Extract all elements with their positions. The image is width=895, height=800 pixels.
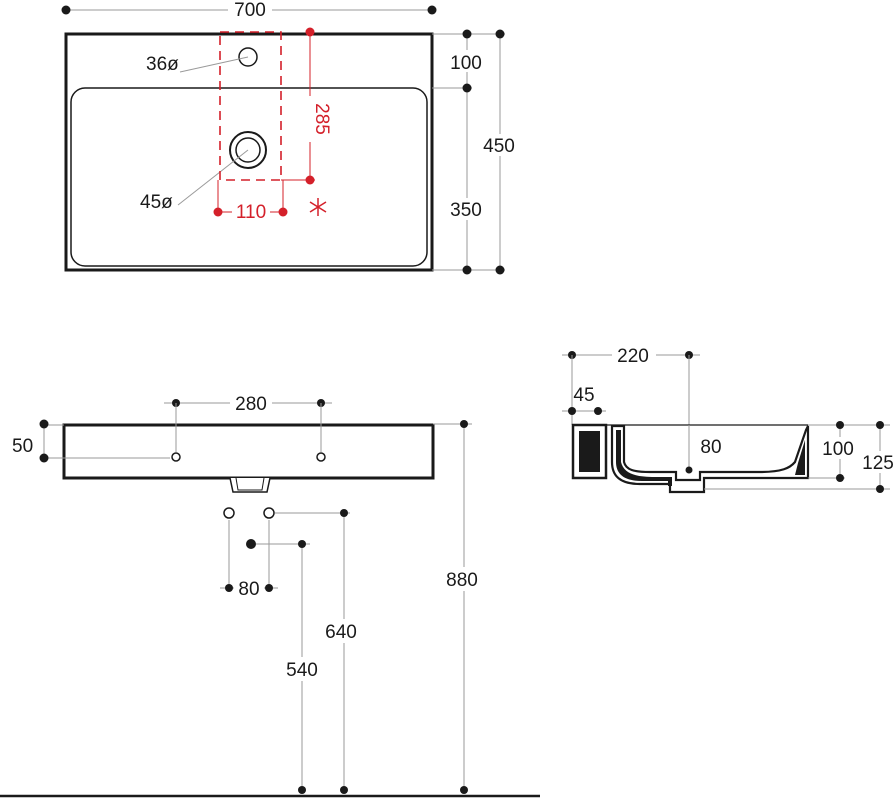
top-view: 700 36ø 45ø 285 110 bbox=[61, 0, 520, 275]
dim-dot bbox=[594, 407, 602, 415]
dim-dot bbox=[876, 421, 884, 429]
dim-dot bbox=[836, 474, 844, 482]
waste-point-icon bbox=[246, 539, 256, 549]
bowl-section bbox=[610, 424, 810, 494]
side-view: 220 45 80 100 125 bbox=[562, 344, 895, 494]
label-mask bbox=[446, 50, 486, 72]
bowl-height-label: 100 bbox=[822, 439, 854, 460]
red-dot bbox=[213, 207, 223, 217]
dim-dot bbox=[495, 265, 505, 275]
waste-height-label: 540 bbox=[286, 660, 318, 681]
dim-dot bbox=[39, 419, 49, 429]
tap-hole-leader bbox=[179, 56, 249, 73]
hole-spacing-label: 280 bbox=[235, 394, 267, 415]
label-mask bbox=[232, 200, 270, 222]
drain-hole-label: 45ø bbox=[140, 192, 173, 213]
dim-dot bbox=[568, 407, 576, 415]
bowl-section-fill bbox=[616, 430, 672, 486]
fixing-hole-icon bbox=[171, 452, 181, 462]
label-mask bbox=[480, 134, 520, 156]
dim-dot bbox=[340, 786, 348, 794]
overflow-height-label: 285 bbox=[311, 103, 332, 135]
dim-dot bbox=[685, 466, 693, 474]
back-wall-fill bbox=[579, 431, 600, 472]
dim-dot bbox=[340, 509, 348, 517]
label-mask bbox=[322, 619, 366, 643]
dim-dot bbox=[460, 786, 468, 794]
basin-front-outline bbox=[62, 423, 435, 480]
front-view: 280 50 80 540 bbox=[0, 392, 540, 798]
red-dot bbox=[305, 27, 315, 37]
dim-dot bbox=[298, 540, 306, 548]
supply-point-icon bbox=[263, 507, 275, 519]
label-mask bbox=[230, 392, 272, 414]
depth-label: 220 bbox=[617, 346, 649, 367]
asterisk-icon bbox=[309, 198, 327, 216]
dim-dot bbox=[61, 5, 71, 15]
dim-dot bbox=[462, 83, 472, 93]
dim-dot bbox=[298, 786, 306, 794]
dim-dot bbox=[265, 584, 273, 592]
top-height-label: 880 bbox=[446, 570, 478, 591]
red-dot bbox=[278, 207, 288, 217]
label-mask bbox=[280, 657, 324, 681]
drain-offset-label: 80 bbox=[700, 437, 721, 458]
drain-outlet-inner bbox=[235, 477, 265, 491]
dim-dot bbox=[462, 265, 472, 275]
dim-dot bbox=[225, 584, 233, 592]
dim-dot bbox=[427, 5, 437, 15]
top-margin-label: 100 bbox=[450, 53, 482, 74]
dim-dot bbox=[836, 421, 844, 429]
dim-dot bbox=[495, 29, 505, 39]
label-mask bbox=[228, 0, 272, 20]
width-label: 700 bbox=[234, 0, 266, 21]
supply-height-label: 640 bbox=[325, 622, 357, 643]
front-wall-fill bbox=[795, 440, 805, 475]
label-mask bbox=[862, 451, 895, 473]
drain-outlet bbox=[229, 477, 271, 493]
label-mask bbox=[442, 567, 486, 591]
label-mask bbox=[234, 577, 264, 599]
overflow-width-label: 110 bbox=[236, 202, 266, 223]
dim-dot bbox=[462, 29, 472, 39]
supply-point-icon bbox=[223, 507, 235, 519]
dim-dot bbox=[460, 420, 468, 428]
total-height-label: 450 bbox=[483, 136, 515, 157]
side-total-height-label: 125 bbox=[862, 453, 894, 474]
rim-thickness-label: 50 bbox=[12, 436, 33, 457]
label-mask bbox=[446, 198, 486, 220]
dim-dot bbox=[876, 485, 884, 493]
label-mask bbox=[300, 96, 322, 142]
bowl-top-outline bbox=[70, 87, 428, 267]
red-dot bbox=[305, 175, 315, 185]
label-mask bbox=[820, 437, 860, 459]
label-mask bbox=[612, 344, 656, 366]
back-thickness-label: 45 bbox=[573, 385, 594, 406]
bowl-depth-label: 350 bbox=[450, 200, 482, 221]
trap-spacing-label: 80 bbox=[238, 579, 259, 600]
drain-leader bbox=[177, 149, 249, 206]
dim-dot bbox=[39, 453, 49, 463]
tap-hole-label: 36ø bbox=[146, 54, 179, 75]
fixing-hole-icon bbox=[316, 452, 326, 462]
overflow-zone bbox=[219, 31, 282, 181]
